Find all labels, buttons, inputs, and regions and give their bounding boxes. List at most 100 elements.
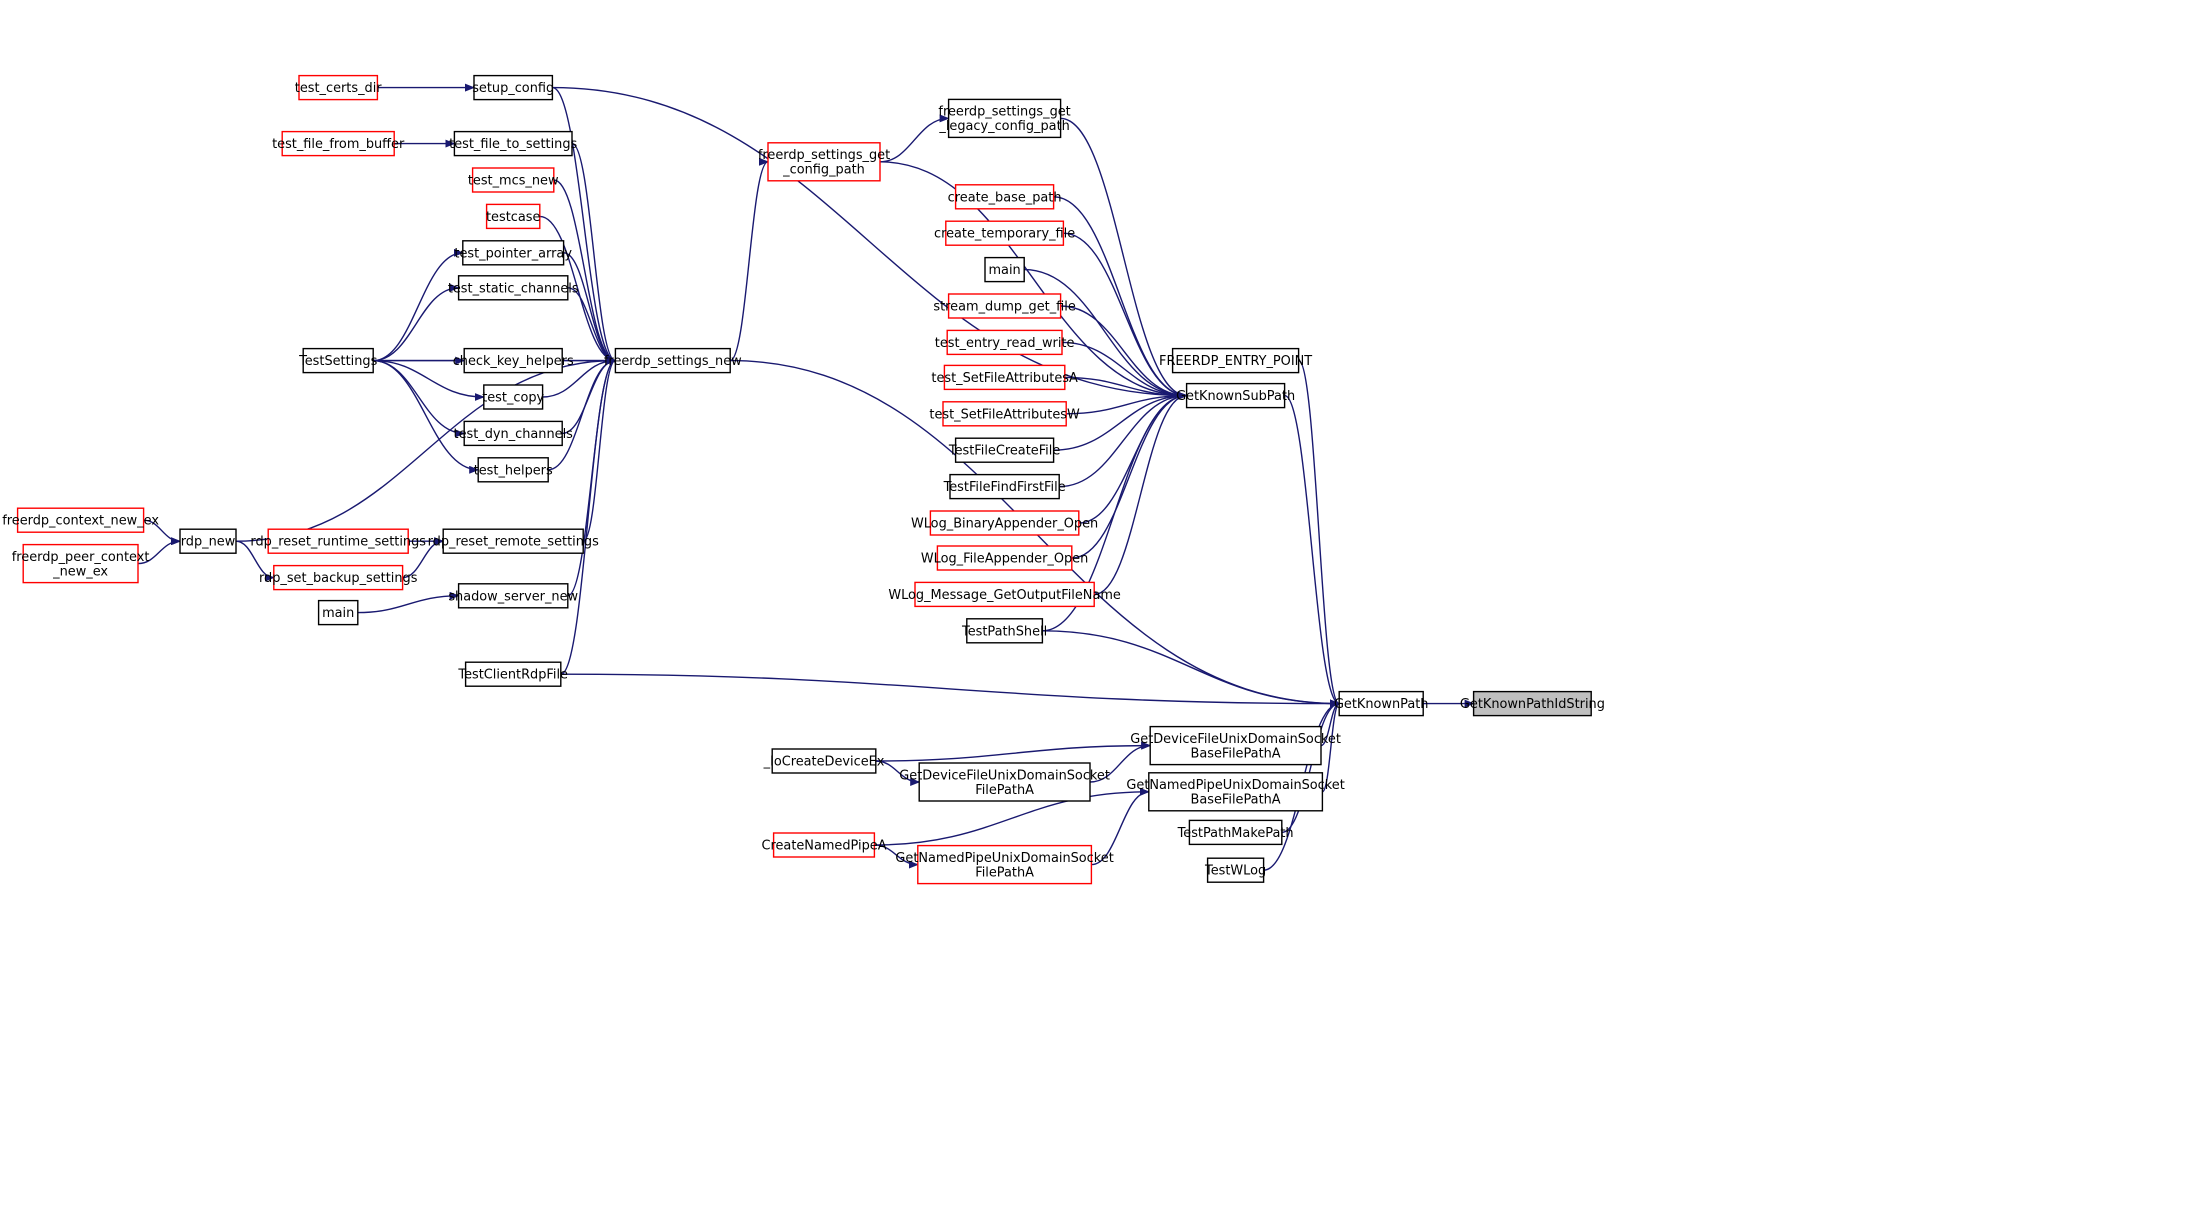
node-test_helpers[interactable]: test_helpers [474, 457, 553, 483]
node-test_copy[interactable]: test_copy [482, 384, 545, 410]
node-box [453, 130, 573, 157]
node-test_file_to_settings[interactable]: test_file_to_settings [449, 130, 578, 157]
node-test_dyn_channels[interactable]: test_dyn_channels [454, 420, 574, 447]
node-label: freerdp_settings_get [758, 148, 890, 163]
node-label: GetDeviceFileUnixDomainSocket [1130, 732, 1341, 747]
node-label: CreateNamedPipeA [761, 839, 886, 854]
node-label: rdp_set_backup_settings [259, 571, 418, 586]
node-label: main [988, 263, 1020, 278]
node-freerdp_settings_get_legacy_config_path[interactable]: freerdp_settings_get_legacy_config_path [938, 98, 1071, 139]
node-box [477, 457, 549, 483]
node-label: freerdp_peer_context [12, 550, 150, 565]
node-label: GetKnownPathIdString [1460, 697, 1605, 712]
node-label: test_helpers [474, 463, 553, 478]
node-label: _config_path [782, 163, 865, 178]
node-check_key_helpers[interactable]: check_key_helpers [453, 347, 574, 374]
node-main_left[interactable]: main [317, 599, 359, 626]
node-box [302, 347, 374, 374]
edge-GetDeviceFileUnixDomainSocketFilePathA-to-GetDeviceFileUnixDomainSocketBaseFilePathA [1089, 741, 1152, 783]
node-box [954, 437, 1055, 463]
node-freerdp_settings_get_config_path[interactable]: freerdp_settings_get_config_path [758, 142, 890, 182]
node-TestSettings[interactable]: TestSettings [298, 347, 378, 374]
node-CreateNamedPipeA[interactable]: CreateNamedPipeA [761, 832, 887, 858]
edge-rdp_reset_remote_settings-to-freerdp_settings_new [582, 356, 617, 542]
node-box [984, 256, 1025, 283]
node-create_base_path[interactable]: create_base_path [948, 184, 1062, 210]
edge-freerdp_settings_get_config_path-to-freerdp_settings_get_legacy_config_path [879, 114, 950, 163]
node-test_SetFileAttributesA[interactable]: test_SetFileAttributesA [931, 364, 1078, 391]
node-test_SetFileAttributesW[interactable]: test_SetFileAttributesW [929, 401, 1080, 427]
node-TestClientRdpFile[interactable]: TestClientRdpFile [457, 661, 568, 687]
node-box [954, 184, 1055, 210]
node-test_certs_dir[interactable]: test_certs_dir [295, 74, 382, 101]
node-FREERDP_ENTRY_POINT[interactable]: FREERDP_ENTRY_POINT [1159, 347, 1312, 374]
node-IoCreateDeviceEx[interactable]: _IoCreateDeviceEx [763, 748, 885, 774]
node-test_file_from_buffer[interactable]: test_file_from_buffer [272, 130, 405, 157]
edge-freerdp_peer_context_new_ex-to-rdp_new [137, 537, 181, 565]
node-GetKnownPath[interactable]: GetKnownPath [1334, 690, 1429, 717]
node-box [1206, 857, 1265, 883]
node-label: GetKnownPath [1334, 697, 1429, 712]
edge-TestClientRdpFile-to-GetKnownPath [560, 673, 1341, 708]
node-label: TestWLog [1204, 864, 1266, 879]
node-label: test_file_from_buffer [272, 137, 405, 152]
node-GetDeviceFileUnixDomainSocketBaseFilePathA[interactable]: GetDeviceFileUnixDomainSocketBaseFilePat… [1130, 725, 1341, 766]
node-testcase[interactable]: testcase [485, 203, 541, 230]
node-label: _legacy_config_path [938, 119, 1069, 134]
node-TestFileFindFirstFile[interactable]: TestFileFindFirstFile [943, 473, 1066, 500]
node-label: test_dyn_channels [454, 427, 574, 442]
node-test_pointer_array[interactable]: test_pointer_array [454, 240, 572, 266]
node-box [1188, 819, 1283, 846]
node-label: TestFileFindFirstFile [943, 480, 1066, 495]
node-test_entry_read_write[interactable]: test_entry_read_write [935, 329, 1075, 356]
node-box [298, 74, 379, 101]
node-rdp_set_backup_settings[interactable]: rdp_set_backup_settings [259, 564, 418, 591]
node-TestPathShell[interactable]: TestPathShell [961, 618, 1047, 644]
node-TestWLog[interactable]: TestWLog [1204, 857, 1266, 883]
node-label: freerdp_context_new_ex [2, 514, 159, 529]
edge-TestFileCreateFile-to-GetKnownSubPath [1053, 391, 1188, 451]
edge-test_SetFileAttributesW-to-GetKnownSubPath [1066, 391, 1188, 415]
node-box [614, 347, 731, 374]
node-WLog_BinaryAppender_Open[interactable]: WLog_BinaryAppender_Open [911, 510, 1098, 536]
edge-TestSettings-to-test_static_channels [373, 283, 460, 362]
node-label: setup_config [472, 81, 554, 96]
edge-setup_config-to-freerdp_settings_new [552, 86, 617, 365]
node-test_mcs_new[interactable]: test_mcs_new [468, 167, 559, 193]
node-GetNamedPipeUnixDomainSocketBaseFilePathA[interactable]: GetNamedPipeUnixDomainSocketBaseFilePath… [1126, 772, 1345, 812]
edge-TestSettings-to-test_helpers [373, 359, 480, 474]
node-box [1148, 772, 1324, 812]
node-rdp_reset_remote_settings[interactable]: rdp_reset_remote_settings [428, 528, 599, 554]
node-label: BaseFilePathA [1191, 746, 1281, 761]
node-label: test_pointer_array [454, 246, 572, 261]
node-freerdp_peer_context_new_ex[interactable]: freerdp_peer_context_new_ex [12, 543, 150, 584]
node-rdp_new[interactable]: rdp_new [179, 528, 237, 554]
node-GetKnownPathIdString[interactable]: GetKnownPathIdString [1460, 690, 1605, 717]
node-test_static_channels[interactable]: test_static_channels [448, 275, 579, 301]
node-rdp_reset_runtime_settings[interactable]: rdp_reset_runtime_settings [250, 528, 426, 554]
node-main_mid[interactable]: main [984, 256, 1025, 283]
node-box [1171, 347, 1300, 374]
node-label: test_SetFileAttributesW [929, 407, 1080, 422]
node-setup_config[interactable]: setup_config [472, 74, 554, 101]
node-WLog_FileAppender_Open[interactable]: WLog_FileAppender_Open [921, 545, 1088, 571]
node-label: _new_ex [52, 564, 108, 579]
node-label: TestClientRdpFile [457, 668, 568, 683]
node-freerdp_context_new_ex[interactable]: freerdp_context_new_ex [2, 507, 159, 533]
node-TestPathMakePath[interactable]: TestPathMakePath [1177, 819, 1294, 846]
node-box [463, 420, 563, 447]
node-freerdp_settings_new[interactable]: freerdp_settings_new [604, 347, 742, 374]
node-stream_dump_get_file[interactable]: stream_dump_get_file [933, 293, 1076, 319]
node-label: test_entry_read_write [935, 336, 1075, 351]
node-TestFileCreateFile[interactable]: TestFileCreateFile [948, 437, 1060, 463]
node-GetKnownSubPath[interactable]: GetKnownSubPath [1176, 382, 1295, 409]
node-create_temporary_file[interactable]: create_temporary_file [934, 220, 1075, 246]
node-shadow_server_new[interactable]: shadow_server_new [448, 583, 578, 609]
node-WLog_Message_GetOutputFileName[interactable]: WLog_Message_GetOutputFileName [888, 581, 1121, 608]
node-label: TestPathShell [961, 624, 1047, 639]
node-label: FilePathA [975, 865, 1034, 880]
node-box [1472, 690, 1592, 717]
